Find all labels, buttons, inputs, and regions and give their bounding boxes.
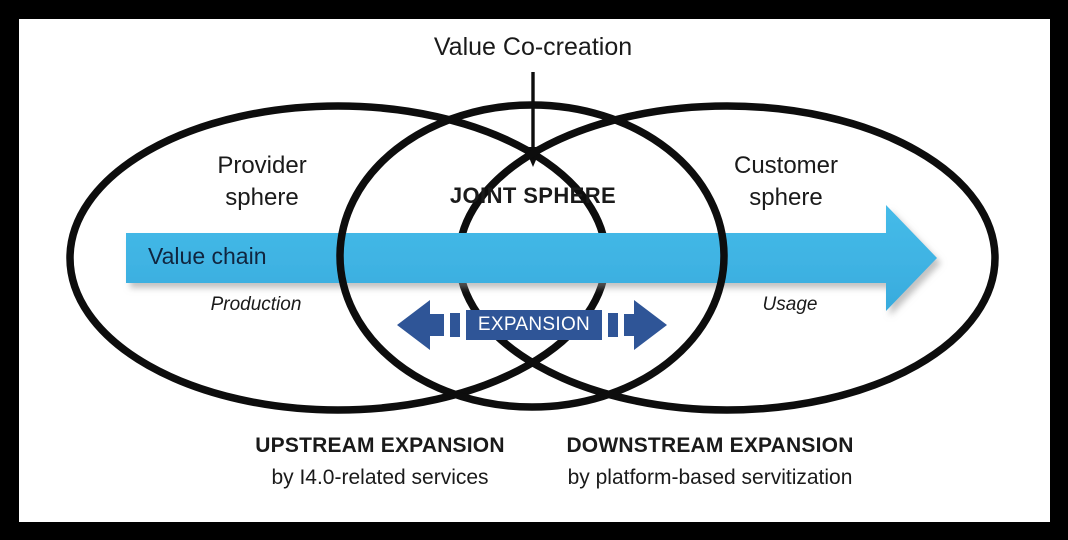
joint-sphere-label: JOINT SPHERE: [449, 183, 617, 208]
value-chain-arrow: [126, 205, 937, 311]
production-stage-label: Production: [210, 294, 302, 315]
provider-sphere-label: Provider sphere: [217, 152, 307, 212]
downstream-expansion-heading: DOWNSTREAM EXPANSION: [566, 434, 854, 457]
figure-title: Value Co-creation: [433, 33, 633, 61]
upstream-expansion-heading: UPSTREAM EXPANSION: [255, 434, 505, 457]
joint-sphere-ellipse: [336, 101, 728, 411]
expansion-arrow-label: EXPANSION: [477, 314, 591, 335]
usage-stage-label: Usage: [762, 294, 818, 315]
downstream-expansion-subtitle: by platform-based servitization: [567, 466, 853, 489]
value-chain-label: Value chain: [148, 243, 267, 269]
expansion-double-arrow: [397, 300, 667, 350]
upstream-expansion-subtitle: by I4.0-related services: [271, 466, 489, 489]
customer-sphere-label: Customer sphere: [733, 152, 839, 212]
